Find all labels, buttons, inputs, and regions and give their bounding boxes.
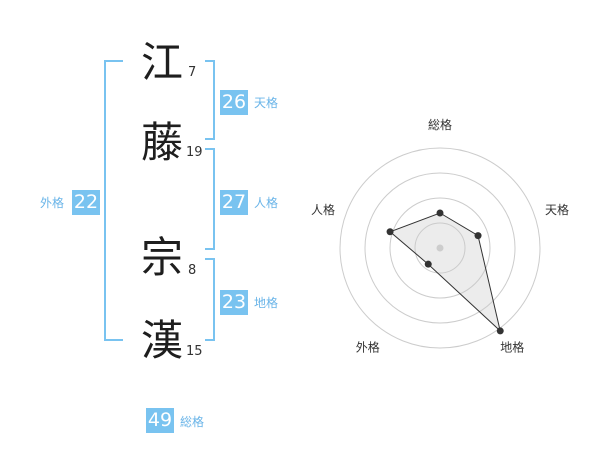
name-char-2: 藤 bbox=[141, 118, 184, 167]
soukaku-label: 総格 bbox=[180, 415, 205, 429]
stroke-count-4: 15 bbox=[186, 344, 203, 359]
radar-ring-2 bbox=[389, 197, 491, 299]
tenkaku-badge: 26 bbox=[220, 90, 248, 115]
stroke-count-3: 8 bbox=[188, 263, 197, 278]
stroke-count-1: 7 bbox=[188, 65, 197, 80]
name-char-4: 漢 bbox=[141, 316, 184, 365]
radar-point-4 bbox=[424, 260, 432, 268]
gaikaku-badge: 22 bbox=[72, 190, 100, 215]
radar-axis-label-1: 総格 bbox=[428, 117, 452, 132]
gaikaku-label: 外格 bbox=[40, 196, 65, 210]
radar-point-3 bbox=[496, 327, 504, 335]
radar-axis-label-2: 天格 bbox=[545, 202, 569, 217]
radar-ring-1 bbox=[414, 222, 466, 274]
radar-point-2 bbox=[474, 232, 482, 240]
jinkaku-label: 人格 bbox=[254, 196, 279, 210]
radar-ring-4 bbox=[339, 147, 541, 349]
radar-area bbox=[389, 212, 502, 333]
radar-point-1 bbox=[436, 209, 444, 217]
tenkaku-label: 天格 bbox=[254, 96, 279, 110]
radar-axis-label-4: 外格 bbox=[356, 340, 380, 355]
radar-axis-label-5: 人格 bbox=[311, 202, 335, 217]
chikaku-label: 地格 bbox=[254, 296, 279, 310]
soukaku-badge: 49 bbox=[146, 408, 174, 433]
name-char-3: 宗 bbox=[141, 233, 184, 282]
radar-center bbox=[436, 244, 444, 252]
stroke-count-2: 19 bbox=[186, 145, 203, 160]
name-char-1: 江 bbox=[141, 38, 184, 87]
chikaku-badge: 23 bbox=[220, 290, 248, 315]
radar-axis-label-3: 地格 bbox=[500, 340, 524, 355]
radar-point-5 bbox=[386, 228, 394, 236]
radar-ring-3 bbox=[364, 172, 516, 324]
jinkaku-badge: 27 bbox=[220, 190, 248, 215]
